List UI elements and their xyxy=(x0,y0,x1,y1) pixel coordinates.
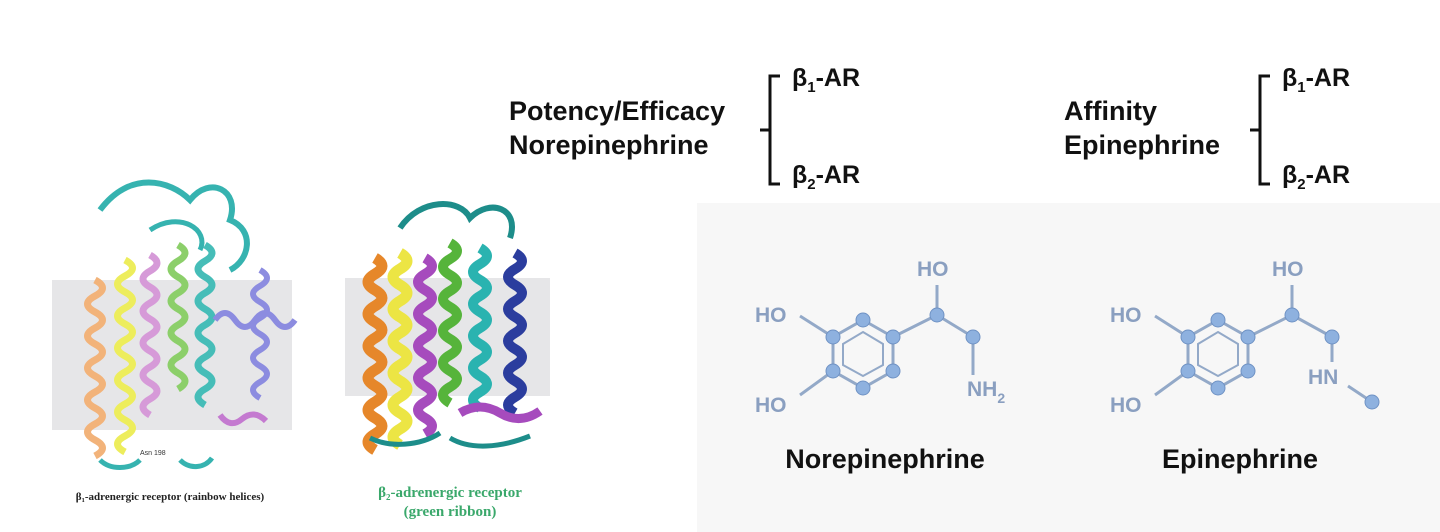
ar-suffix: -AR xyxy=(1305,161,1351,189)
potency-label-line2: Norepinephrine xyxy=(509,130,709,160)
amine-subscript: 2 xyxy=(997,390,1005,406)
beta-symbol: β xyxy=(792,161,808,189)
beta-symbol: β xyxy=(1282,64,1298,92)
beta1-receptor-figure xyxy=(52,179,298,470)
molecule-panel xyxy=(697,203,1440,532)
affinity-label-line2: Epinephrine xyxy=(1064,130,1221,160)
potency-label: Potency/Efficacy Norepinephrine xyxy=(509,94,725,162)
ar-suffix: -AR xyxy=(815,161,861,189)
amine-label-text: NH xyxy=(967,378,997,401)
epinephrine-atoms xyxy=(1180,307,1380,410)
ho-left-label-2: HO xyxy=(1110,394,1142,417)
potency-beta1-ar: β1-AR xyxy=(792,64,860,96)
beta-subscript: 2 xyxy=(807,176,816,193)
ho-left-label-1: HO xyxy=(755,304,787,327)
potency-bracket xyxy=(760,74,780,186)
affinity-label: Affinity Epinephrine xyxy=(1064,94,1220,162)
epinephrine-name: Epinephrine xyxy=(1161,444,1318,474)
beta-symbol: β xyxy=(1282,161,1298,189)
affinity-beta2-ar: β2-AR xyxy=(1282,161,1350,193)
residue-label: Asn 198 xyxy=(140,450,166,457)
amine-label: HN xyxy=(1308,366,1338,389)
right-receptor-caption-line2: (green ribbon) xyxy=(403,504,497,520)
beta-subscript: 1 xyxy=(1297,79,1306,96)
amine-label: NH2 xyxy=(967,378,1005,406)
ho-left-label-2: HO xyxy=(755,394,787,417)
affinity-beta1-ar: β1-AR xyxy=(1282,64,1350,96)
residue-label-text: Asn 198 xyxy=(140,450,166,457)
potency-label-line1: Potency/Efficacy xyxy=(509,96,726,126)
ar-suffix: -AR xyxy=(815,64,861,92)
norepinephrine-atoms xyxy=(825,307,981,396)
ho-left-label-1: HO xyxy=(1110,304,1142,327)
norepinephrine-structure: HO HO HO NH2 xyxy=(755,258,1005,417)
norepinephrine-name: Norepinephrine xyxy=(785,444,985,474)
beta-subscript: 1 xyxy=(807,79,816,96)
right-receptor-caption: β₂-adrenergic receptor (green ribbon) xyxy=(340,484,560,522)
epinephrine-structure: HO HO HO HN xyxy=(1110,258,1380,417)
beta-symbol: β xyxy=(792,64,808,92)
ho-top-label: HO xyxy=(917,258,949,281)
left-receptor-caption: β₁-adrenergic receptor (rainbow helices) xyxy=(75,491,265,503)
affinity-label-line1: Affinity xyxy=(1064,96,1157,126)
potency-beta2-ar: β2-AR xyxy=(792,161,860,193)
right-receptor-caption-line1: β₂-adrenergic receptor xyxy=(378,485,522,501)
ho-top-label: HO xyxy=(1272,258,1304,281)
ar-suffix: -AR xyxy=(1305,64,1351,92)
beta2-receptor-figure xyxy=(345,201,550,455)
affinity-bracket xyxy=(1250,74,1270,186)
beta-subscript: 2 xyxy=(1297,176,1306,193)
